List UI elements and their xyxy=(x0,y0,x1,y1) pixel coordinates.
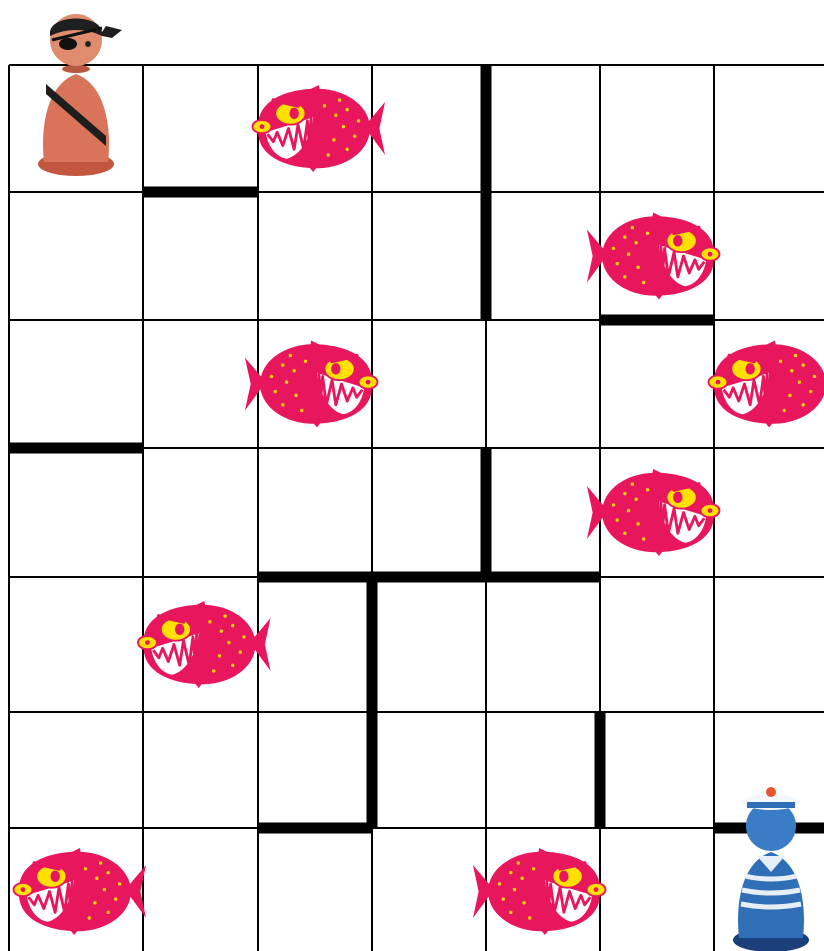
piranha-icon xyxy=(587,212,720,299)
piranha-icon xyxy=(709,340,824,427)
piranha-icon xyxy=(245,340,378,427)
piranha-icon xyxy=(138,601,271,688)
walls xyxy=(9,65,824,828)
pieces xyxy=(14,14,824,951)
piranha-icon xyxy=(473,848,606,935)
piranha-icon xyxy=(253,85,386,172)
piranha-icon xyxy=(14,848,147,935)
sailor-pawn-icon[interactable] xyxy=(733,787,809,951)
piranha-icon xyxy=(587,469,720,556)
pirate-pawn-icon[interactable] xyxy=(38,14,122,176)
